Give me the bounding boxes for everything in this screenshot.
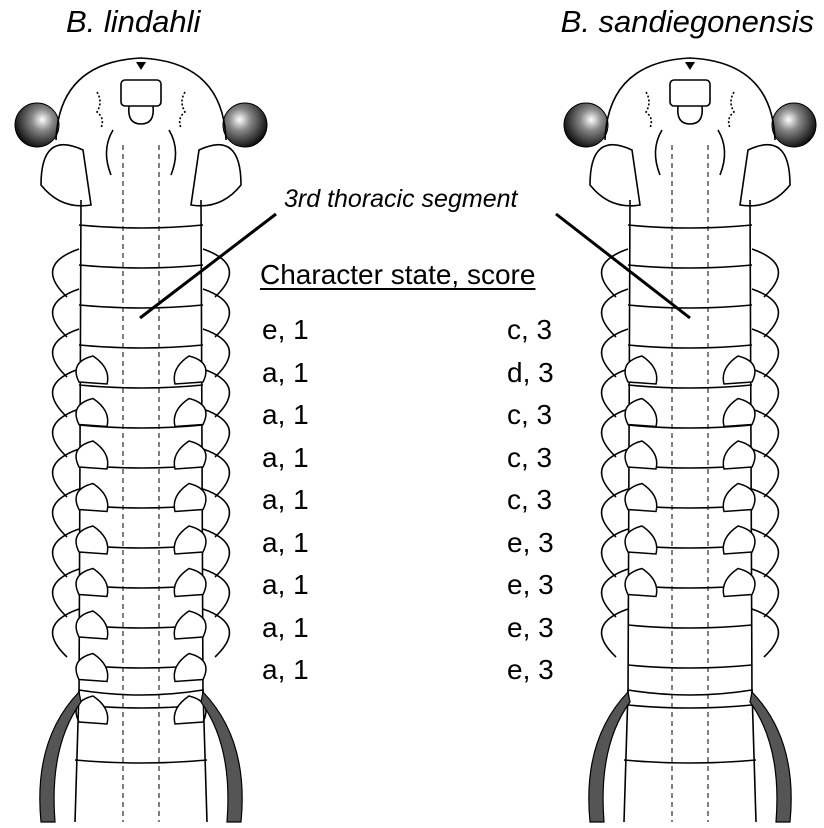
appendage-bud: [76, 569, 108, 597]
segment-line: [75, 760, 207, 763]
segment-line: [628, 625, 752, 628]
score-right-2: d, 3: [507, 352, 554, 395]
head-texture: [97, 92, 185, 128]
appendage-bud: [723, 484, 755, 512]
appendage-bud: [174, 654, 206, 682]
appendage-bud: [625, 569, 657, 597]
score-right-3: c, 3: [507, 394, 554, 437]
segment-line: [628, 305, 752, 308]
score-left-6: a, 1: [262, 522, 309, 565]
score-right-9: e, 3: [507, 649, 554, 692]
score-right-5: c, 3: [507, 479, 554, 522]
segment-line: [79, 385, 203, 388]
appendage-bud: [174, 484, 206, 512]
rostrum-mark: [685, 62, 695, 70]
segment-line: [79, 345, 203, 348]
species-title-right: B. sandiegonensis: [561, 4, 814, 40]
score-column-lindahli: e, 1 a, 1 a, 1 a, 1 a, 1 a, 1 a, 1 a, 1 …: [262, 309, 309, 692]
head-organ: [121, 80, 161, 106]
specimen-sandiegonensis: [564, 58, 816, 822]
appendage-bud: [76, 611, 108, 639]
antenna-lobe: [740, 145, 790, 206]
segment-line: [79, 225, 203, 228]
segment-line: [628, 345, 752, 348]
segment-line: [628, 385, 752, 388]
score-left-2: a, 1: [262, 352, 309, 395]
appendage-bud: [625, 484, 657, 512]
appendage-bud: [76, 484, 108, 512]
score-left-1: e, 1: [262, 309, 309, 352]
appendage-bud: [625, 526, 657, 554]
score-right-4: c, 3: [507, 437, 554, 480]
score-left-4: a, 1: [262, 437, 309, 480]
head-shield: [605, 58, 775, 140]
eye-icon: [223, 103, 267, 147]
score-left-8: a, 1: [262, 607, 309, 650]
score-right-7: e, 3: [507, 564, 554, 607]
species-title-left: B. lindahli: [66, 4, 200, 40]
eye-icon: [564, 103, 608, 147]
segment-line: [79, 305, 203, 308]
appendage-bud: [723, 569, 755, 597]
score-left-5: a, 1: [262, 479, 309, 522]
callout-leader-left: [140, 214, 276, 318]
head-texture: [646, 92, 734, 128]
antenna-lobe: [590, 145, 640, 206]
mandible-outline: [106, 130, 175, 175]
segment-line: [628, 705, 752, 708]
segment-line: [628, 225, 752, 228]
eye-icon: [15, 103, 59, 147]
head-organ: [670, 80, 710, 106]
score-right-6: e, 3: [507, 522, 554, 565]
score-left-3: a, 1: [262, 394, 309, 437]
score-left-7: a, 1: [262, 564, 309, 607]
callout-label: 3rd thoracic segment: [284, 185, 517, 214]
labrum: [129, 106, 154, 124]
appendage-bud: [174, 611, 206, 639]
specimen-lindahli: [15, 58, 267, 822]
score-left-9: a, 1: [262, 649, 309, 692]
score-column-sandiegonensis: c, 3 d, 3 c, 3 c, 3 c, 3 e, 3 e, 3 e, 3 …: [507, 309, 554, 692]
appendage-bud: [174, 526, 206, 554]
callout-leader-right: [556, 214, 690, 318]
appendage-bud: [76, 654, 108, 682]
score-right-8: e, 3: [507, 607, 554, 650]
appendage-bud: [723, 526, 755, 554]
head-shield: [56, 58, 226, 140]
antenna-lobe: [191, 145, 241, 206]
appendage-bud: [76, 526, 108, 554]
segment-line: [79, 265, 203, 268]
eye-icon: [772, 103, 816, 147]
abdomen-outline: [624, 690, 756, 822]
segment-line: [624, 760, 756, 763]
appendage-bud: [174, 569, 206, 597]
labrum: [678, 106, 703, 124]
score-table-header: Character state, score: [260, 259, 535, 291]
score-right-1: c, 3: [507, 309, 554, 352]
mandible-outline: [655, 130, 724, 175]
segment-line: [628, 265, 752, 268]
rostrum-mark: [136, 62, 146, 70]
antenna-lobe: [41, 145, 91, 206]
segment-line: [628, 665, 752, 668]
